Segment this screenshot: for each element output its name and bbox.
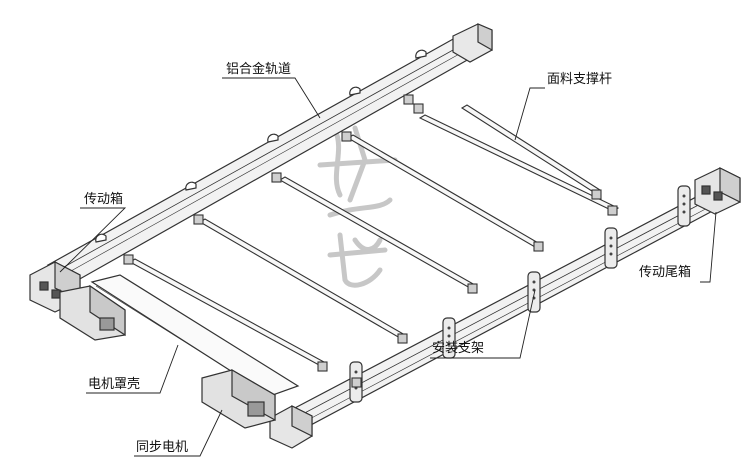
rail-end-cap bbox=[452, 23, 493, 63]
label-mounting-bracket: 安装支架 bbox=[432, 341, 485, 356]
label-transmission-box: 传动箱 bbox=[84, 192, 124, 207]
sync-motor-back bbox=[59, 284, 126, 341]
fabric-support-rods bbox=[123, 94, 620, 388]
label-sync-motor: 同步电机 bbox=[136, 440, 189, 455]
label-motor-cover: 电机罩壳 bbox=[88, 377, 141, 392]
sync-motor-front bbox=[201, 368, 276, 429]
label-fabric-support-rod: 面料支撑杆 bbox=[547, 72, 613, 87]
label-aluminum-rail: 铝合金轨道 bbox=[226, 62, 292, 77]
transmission-tail-box bbox=[694, 167, 741, 215]
leader-lines bbox=[59, 77, 717, 457]
label-transmission-tail-box: 传动尾箱 bbox=[639, 265, 692, 280]
front-end-cap bbox=[269, 405, 313, 449]
aluminum-rail-front bbox=[270, 194, 722, 436]
